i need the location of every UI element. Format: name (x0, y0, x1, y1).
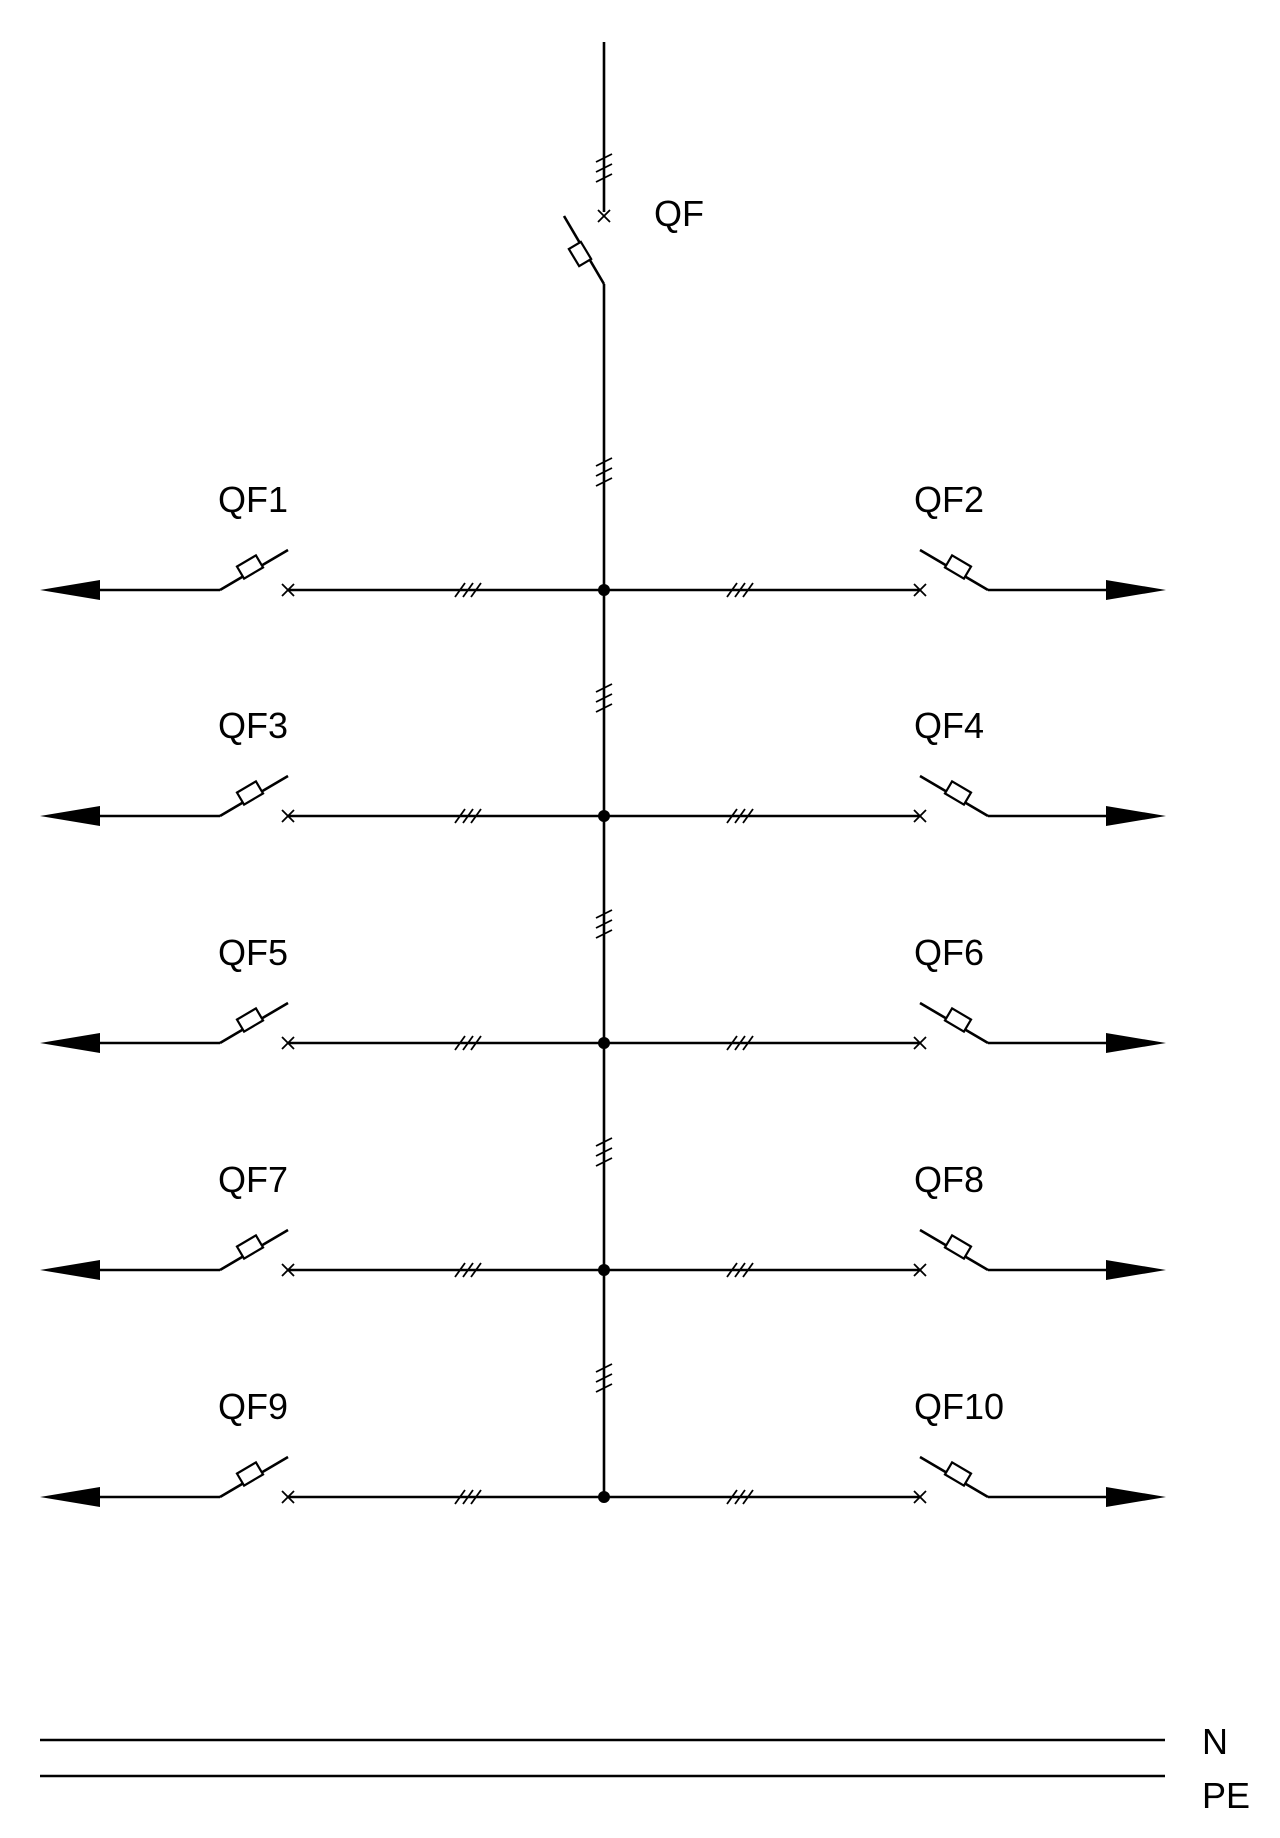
feeder-qf10: QF10 (604, 1386, 1166, 1507)
feeder-label-qf4: QF4 (914, 705, 984, 746)
feeder-qf7: QF7 (40, 1159, 610, 1280)
incoming-line (595, 42, 613, 212)
feeder-label-qf1: QF1 (218, 479, 288, 520)
neutral-conductor: N (40, 1721, 1228, 1762)
feeder-qf2: QF2 (604, 479, 1166, 600)
feeder-qf8: QF8 (604, 1159, 1166, 1280)
feeder-qf1: QF1 (40, 479, 610, 600)
feeder-label-qf2: QF2 (914, 479, 984, 520)
feeder-label-qf9: QF9 (218, 1386, 288, 1427)
feeder-label-qf10: QF10 (914, 1386, 1004, 1427)
feeder-qf3: QF3 (40, 705, 610, 826)
feeder-qf6: QF6 (604, 932, 1166, 1053)
feeder-label-qf5: QF5 (218, 932, 288, 973)
feeder-qf9: QF9 (40, 1386, 610, 1507)
feeder-qf4: QF4 (604, 705, 1166, 826)
feeder-label-qf8: QF8 (914, 1159, 984, 1200)
protective-earth-conductor: PE (40, 1774, 1250, 1816)
vertical-busbar (595, 284, 613, 1500)
neutral-label: N (1202, 1721, 1228, 1762)
protective-earth-label: PE (1202, 1775, 1250, 1816)
main-breaker-label: QF (654, 193, 704, 234)
feeder-label-qf3: QF3 (218, 705, 288, 746)
feeder-label-qf7: QF7 (218, 1159, 288, 1200)
feeder-label-qf6: QF6 (914, 932, 984, 973)
feeder-qf5: QF5 (40, 932, 610, 1053)
bus-tick-marks (595, 457, 613, 1393)
main-breaker-qf: QF (562, 193, 704, 285)
